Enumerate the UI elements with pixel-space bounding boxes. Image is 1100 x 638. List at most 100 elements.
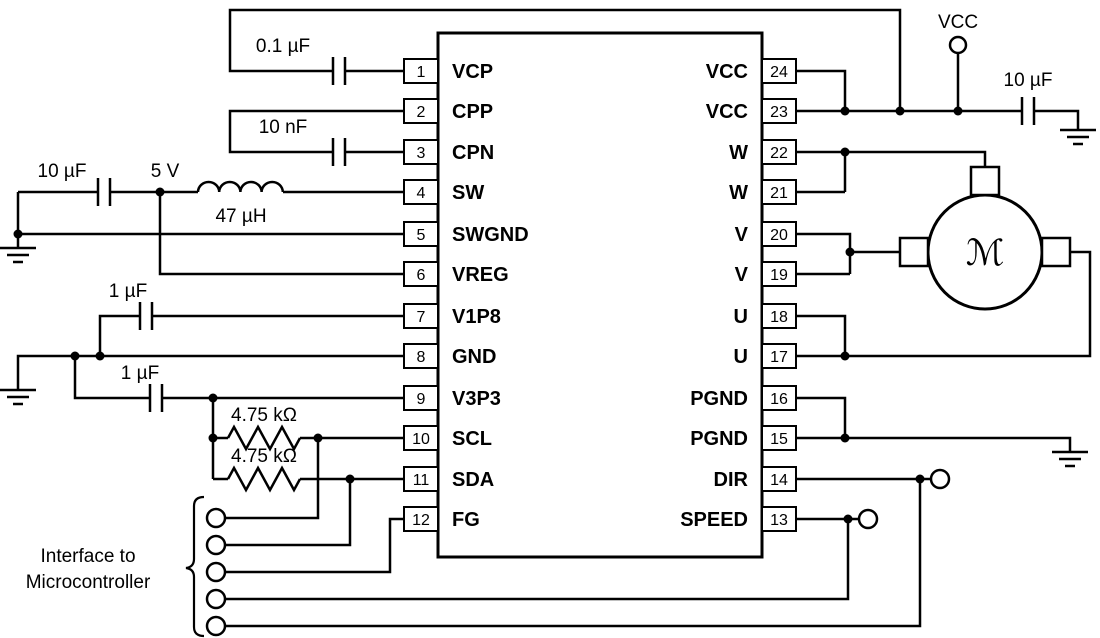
wire-pgnd	[796, 396, 1072, 452]
mcu-terminal-2	[205, 534, 227, 556]
capacitor-cpn-label: 10 nF	[259, 117, 308, 138]
pin-number-6: 6	[417, 267, 426, 284]
pin-name-fg: FG	[452, 509, 480, 531]
pin-number-15: 15	[770, 431, 788, 448]
capacitor-vcc-plates	[1020, 97, 1036, 125]
pin-box-10	[403, 425, 439, 451]
pin-number-2: 2	[417, 104, 426, 121]
pin-number-22: 22	[770, 145, 788, 162]
ic-pin-right-13: 13 SPEED	[680, 506, 797, 532]
junction-dot-gnd-b	[95, 351, 105, 361]
pin-box-18	[761, 303, 797, 329]
pin-number-5: 5	[417, 227, 426, 244]
wire-u-phase	[796, 250, 1092, 358]
pin-number-4: 4	[417, 185, 426, 202]
pin-name-w-21: W	[729, 182, 748, 204]
interface-callout: Interface to Microcontroller	[26, 495, 205, 638]
pin-box-4	[403, 179, 439, 205]
pin-box-11	[403, 466, 439, 492]
junction-dot-dir	[915, 474, 925, 484]
capacitor-v1p8-plates	[138, 302, 154, 330]
inductor-coils	[196, 180, 285, 193]
inductor-label: 47 µH	[215, 206, 266, 227]
motor-terminal-w	[969, 165, 1001, 197]
pin-name-vreg: VREG	[452, 264, 509, 286]
pin-name-v-19: V	[735, 264, 749, 286]
resistor-sda-label: 4.75 kΩ	[231, 446, 297, 467]
pin-number-16: 16	[770, 391, 788, 408]
interface-brace	[185, 495, 205, 638]
pin-name-scl: SCL	[452, 428, 492, 450]
ic-body	[436, 31, 764, 559]
pin-name-sw: SW	[452, 182, 484, 204]
ic-pin-left-4: 4 SW	[403, 179, 484, 205]
interface-label-line2: Microcontroller	[26, 572, 151, 593]
pin-name-dir: DIR	[714, 469, 749, 491]
pin-box-19	[761, 261, 797, 287]
resistor-sda-pullup: 4.75 kΩ	[226, 446, 302, 493]
pin-name-pgnd-16: PGND	[690, 388, 748, 410]
capacitor-input-plates	[96, 178, 112, 206]
ic-pin-right-17: 17 U	[734, 343, 797, 369]
ic-pin-left-9: 9 V3P3	[403, 385, 501, 411]
pin-name-v1p8: V1P8	[452, 306, 501, 328]
ic-pin-left-12: 12 FG	[403, 506, 480, 532]
wire-vcc-rail	[796, 53, 1080, 130]
ground-symbol-gnd	[0, 388, 36, 406]
capacitor-vcp-plates	[331, 57, 347, 85]
vcc-label: VCC	[938, 12, 978, 33]
dir-terminal	[929, 468, 951, 490]
junction-dot-vcc-c	[953, 106, 963, 116]
ic-pin-right-21: 21 W	[729, 179, 797, 205]
ic-pin-right-14: 14 DIR	[714, 466, 797, 492]
pin-name-speed: SPEED	[680, 509, 748, 531]
pin-number-24: 24	[770, 64, 788, 81]
pin-number-11: 11	[413, 472, 430, 489]
pin-number-23: 23	[770, 104, 788, 121]
pin-name-cpp: CPP	[452, 101, 493, 123]
pin-box-15	[761, 425, 797, 451]
pin-name-pgnd-15: PGND	[690, 428, 748, 450]
wire-sda	[213, 477, 404, 547]
capacitor-v3p3: 1 µF	[121, 363, 164, 412]
capacitor-v3p3-plates	[148, 384, 164, 412]
pin-box-5	[403, 221, 439, 247]
pin-box-3	[403, 139, 439, 165]
junction-dot-pgnd	[840, 433, 850, 443]
pin-box-2	[403, 98, 439, 124]
resistor-scl-zigzag	[226, 424, 302, 452]
ic-pin-right-19: 19 V	[735, 261, 797, 287]
junction-dot-vcc-a	[840, 106, 850, 116]
wire-gnd	[16, 354, 404, 390]
pin-number-3: 3	[417, 145, 426, 162]
pin-number-10: 10	[412, 431, 430, 448]
wire-vreg-to-5v	[158, 192, 404, 276]
pin-name-vcp: VCP	[452, 61, 493, 83]
resistor-sda-zigzag	[226, 465, 302, 493]
junction-dot-u	[840, 351, 850, 361]
junction-dot-v	[845, 247, 855, 257]
pin-box-8	[403, 343, 439, 369]
pin-number-7: 7	[417, 309, 426, 326]
pin-name-sda: SDA	[452, 469, 494, 491]
ic-pin-left-6: 6 VREG	[403, 261, 509, 287]
motor-terminal-u	[1040, 236, 1072, 268]
pin-number-14: 14	[770, 472, 788, 489]
ic-pin-right-20: 20 V	[735, 221, 797, 247]
ic-pin-left-2: 2 CPP	[403, 98, 493, 124]
capacitor-v1p8-label: 1 µF	[109, 281, 147, 302]
pin-name-gnd: GND	[452, 346, 496, 368]
capacitor-cpn: 10 nF	[259, 117, 347, 166]
pin-number-12: 12	[412, 512, 430, 529]
wire-vcp-to-vcc-top	[228, 8, 902, 111]
pin-name-u-17: U	[734, 346, 748, 368]
pin-box-22	[761, 139, 797, 165]
pin-box-12	[403, 506, 439, 532]
ic-pin-left-10: 10 SCL	[403, 425, 492, 451]
ic-pin-right-24: 24 VCC	[706, 58, 797, 84]
pin-number-17: 17	[770, 349, 788, 366]
capacitor-input: 10 µF	[38, 161, 112, 206]
mcu-terminal-4	[205, 588, 227, 610]
wire-input-cap-left	[16, 190, 98, 248]
